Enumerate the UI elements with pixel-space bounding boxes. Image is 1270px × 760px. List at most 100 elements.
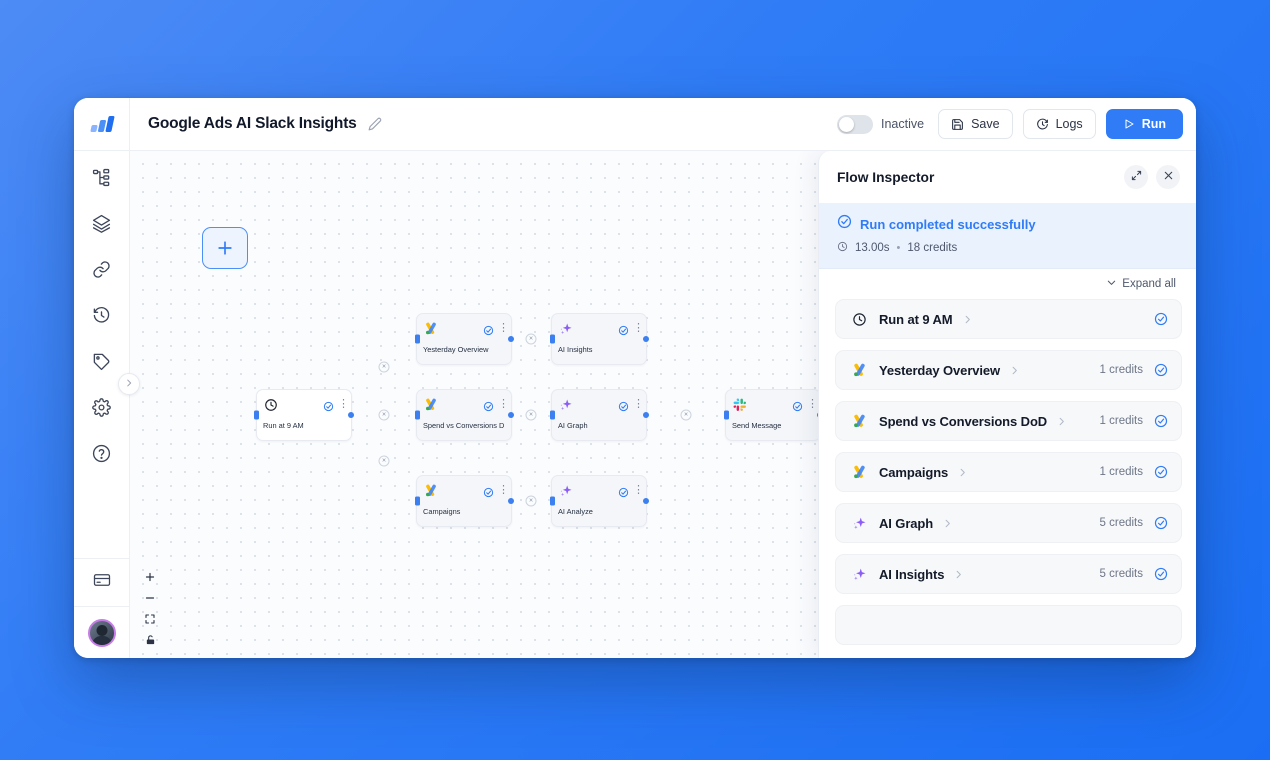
- step-label: Yesterday Overview: [879, 362, 1001, 378]
- sidebar-item-billing[interactable]: [74, 558, 129, 606]
- node-menu-icon[interactable]: ⋮: [498, 322, 509, 334]
- rail-expand-button[interactable]: [118, 373, 140, 395]
- clock-icon: [263, 397, 278, 412]
- sidebar-item-settings[interactable]: [85, 393, 119, 427]
- edge-delete-icon[interactable]: ×: [525, 333, 537, 345]
- step-list[interactable]: Run at 9 AM Yesterday Overview: [819, 295, 1196, 658]
- app-logo[interactable]: [74, 98, 130, 151]
- node-output-port[interactable]: [507, 336, 514, 342]
- inspector-title: Flow Inspector: [837, 169, 935, 185]
- node-output-port[interactable]: [642, 412, 649, 418]
- node-menu-icon[interactable]: ⋮: [807, 398, 818, 410]
- list-item[interactable]: Spend vs Conversions DoD 1 credits: [835, 401, 1182, 441]
- node-output-port[interactable]: [507, 498, 514, 504]
- zoom-in-button[interactable]: [138, 566, 162, 587]
- edge-delete-icon[interactable]: ×: [525, 409, 537, 421]
- active-toggle[interactable]: [836, 114, 873, 134]
- node-actions: ⋮: [483, 322, 509, 336]
- meta-separator: •: [896, 242, 901, 254]
- list-item[interactable]: [835, 605, 1182, 645]
- list-item[interactable]: AI Insights 5 credits: [835, 554, 1182, 594]
- ai-sparkle-icon: [851, 516, 867, 531]
- step-credits: 1 credits: [1099, 466, 1143, 478]
- edge-delete-icon[interactable]: ×: [525, 495, 537, 507]
- zoom-out-button[interactable]: [138, 587, 162, 608]
- flow-inspector-panel: Flow Inspector: [818, 151, 1196, 658]
- run-button[interactable]: Run: [1105, 109, 1183, 139]
- node-menu-icon[interactable]: ⋮: [633, 322, 644, 334]
- step-label: AI Insights: [879, 566, 945, 582]
- add-node-button[interactable]: [202, 227, 248, 269]
- list-item[interactable]: AI Graph 5 credits: [835, 503, 1182, 543]
- expand-all-button[interactable]: Expand all: [1106, 277, 1176, 291]
- node-output-port[interactable]: [507, 412, 514, 418]
- node-menu-icon[interactable]: ⋮: [338, 398, 349, 410]
- node-output-port[interactable]: [642, 336, 649, 342]
- node-yesterday-overview[interactable]: ⋮ Yesterday Overview: [414, 313, 514, 365]
- chevron-right-icon[interactable]: [1009, 365, 1020, 376]
- node-input-port[interactable]: [549, 496, 555, 506]
- node-input-port[interactable]: [414, 334, 420, 344]
- toggle-label: Inactive: [880, 117, 925, 131]
- play-icon: [1123, 118, 1135, 130]
- fit-view-button[interactable]: [138, 608, 162, 629]
- list-item[interactable]: Campaigns 1 credits: [835, 452, 1182, 492]
- node-menu-icon[interactable]: ⋮: [633, 484, 644, 496]
- node-output-port[interactable]: [642, 498, 649, 504]
- edge-delete-icon[interactable]: ×: [378, 409, 390, 421]
- node-menu-icon[interactable]: ⋮: [633, 398, 644, 410]
- pencil-icon[interactable]: [367, 116, 383, 132]
- sidebar-item-help[interactable]: [85, 439, 119, 473]
- node-ai-graph[interactable]: ⋮ AI Graph: [549, 389, 649, 441]
- sidebar-item-tags[interactable]: [85, 347, 119, 381]
- edge-delete-icon[interactable]: ×: [680, 409, 692, 421]
- node-output-port[interactable]: [347, 412, 354, 418]
- node-menu-icon[interactable]: ⋮: [498, 484, 509, 496]
- node-actions: ⋮: [483, 398, 509, 412]
- run-credits: 18 credits: [907, 242, 958, 254]
- logs-button[interactable]: Logs: [1022, 109, 1096, 139]
- chevron-right-icon[interactable]: [957, 467, 968, 478]
- chevron-right-icon[interactable]: [1056, 416, 1067, 427]
- expand-panel-button[interactable]: [1124, 165, 1148, 189]
- list-item[interactable]: Run at 9 AM: [835, 299, 1182, 339]
- node-ai-analyze[interactable]: ⋮ AI Analyze: [549, 475, 649, 527]
- node-header: ⋮: [726, 390, 820, 414]
- sidebar-item-connections[interactable]: [85, 255, 119, 289]
- run-status-banner: Run completed successfully 13.00s • 18 c…: [819, 203, 1196, 269]
- node-input-port[interactable]: [414, 410, 420, 420]
- node-input-port[interactable]: [549, 334, 555, 344]
- inspector-header-actions: [1124, 165, 1180, 189]
- help-circle-icon: [92, 444, 111, 468]
- node-menu-icon[interactable]: ⋮: [498, 398, 509, 410]
- edge-delete-icon[interactable]: ×: [378, 455, 390, 467]
- node-input-port[interactable]: [723, 410, 729, 420]
- close-panel-button[interactable]: [1156, 165, 1180, 189]
- node-campaigns[interactable]: ⋮ Campaigns: [414, 475, 514, 527]
- list-item[interactable]: Yesterday Overview 1 credits: [835, 350, 1182, 390]
- node-run-at-9-am[interactable]: ⋮ Run at 9 AM: [254, 389, 354, 441]
- node-input-port[interactable]: [549, 410, 555, 420]
- workspace: ⋮ Run at 9 AM: [74, 151, 1196, 658]
- node-graph: ⋮ Run at 9 AM: [130, 151, 1196, 658]
- sidebar-item-layers[interactable]: [85, 209, 119, 243]
- sidebar-item-flows[interactable]: [85, 163, 119, 197]
- avatar[interactable]: [87, 618, 116, 647]
- node-actions: ⋮: [618, 398, 644, 412]
- sidebar-item-history[interactable]: [85, 301, 119, 335]
- node-input-port[interactable]: [254, 410, 259, 420]
- link-icon: [92, 260, 111, 284]
- node-send-message[interactable]: ⋮ Send Message: [723, 389, 823, 441]
- edge-delete-icon[interactable]: ×: [378, 361, 390, 373]
- google-ads-icon: [423, 321, 438, 336]
- chevron-right-icon[interactable]: [953, 569, 964, 580]
- node-input-port[interactable]: [414, 496, 420, 506]
- node-spend-vs-conversions[interactable]: ⋮ Spend vs Conversions D: [414, 389, 514, 441]
- node-label: Yesterday Overview: [423, 345, 489, 354]
- save-button[interactable]: Save: [938, 109, 1013, 139]
- node-ai-insights[interactable]: ⋮ AI Insights: [549, 313, 649, 365]
- page-title: Google Ads AI Slack Insights: [148, 115, 357, 132]
- chevron-right-icon[interactable]: [942, 518, 953, 529]
- chevron-right-icon[interactable]: [962, 314, 973, 325]
- lock-open-icon[interactable]: [138, 629, 162, 650]
